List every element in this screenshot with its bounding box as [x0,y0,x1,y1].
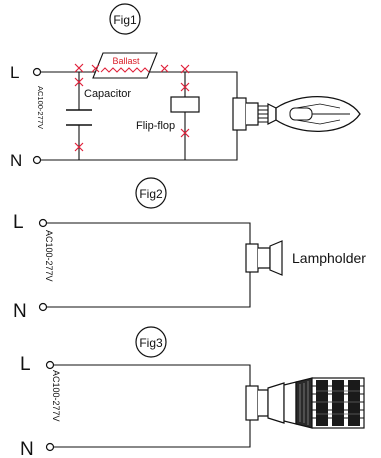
lampholder-icon [245,240,283,276]
fig3-title: Fig3 [139,336,163,350]
fig3-title-circle [135,326,167,358]
fig2-diagram: Fig2 L N AC100-277V Lampholder [13,177,366,322]
fig3-voltage: AC100-277V [51,370,61,422]
fig2-line-terminal [38,218,48,228]
fig3-line-label: L [20,354,31,375]
fig1-line-label: L [10,63,19,82]
cut-marks [74,63,190,152]
fig3-neutral-label: N [20,439,34,458]
ballast-label: Ballast [112,56,140,66]
fig1-neutral-terminal [32,155,42,165]
fig2-voltage: AC100-277V [44,230,54,282]
fig1-title: Fig1 [113,13,137,27]
capacitor-label: Capacitor [84,88,131,100]
flipflop-label: Flip-flop [136,120,175,132]
fig1-neutral-label: N [10,151,22,170]
fig3-wires [54,364,251,448]
fig1-voltage: AC100-277V [36,86,45,129]
lampholder-label: Lampholder [292,250,366,266]
fig3-neutral-terminal [45,442,55,452]
fig2-line-label: L [13,212,24,233]
fig1-title-circle [109,3,141,35]
led-bulb-icon [245,377,365,429]
flip-flop: Flip-flop [136,96,200,132]
fig1-diagram: Fig1 L N AC100-277V Ballast Capacitor [10,3,361,170]
fig2-neutral-label: N [13,301,27,322]
ballast: Ballast [92,52,158,79]
fig1-wires [41,71,238,161]
fig3-diagram: Fig3 L N AC100-277V [20,326,365,458]
fig2-wires [47,222,251,308]
fig2-title: Fig2 [139,187,163,201]
capacitor: Capacitor [66,88,131,126]
hid-lamp-icon [232,96,361,132]
fig2-title-circle [135,177,167,209]
fig3-line-terminal [45,360,55,370]
fig1-line-terminal [32,67,42,77]
fig2-neutral-terminal [38,302,48,312]
